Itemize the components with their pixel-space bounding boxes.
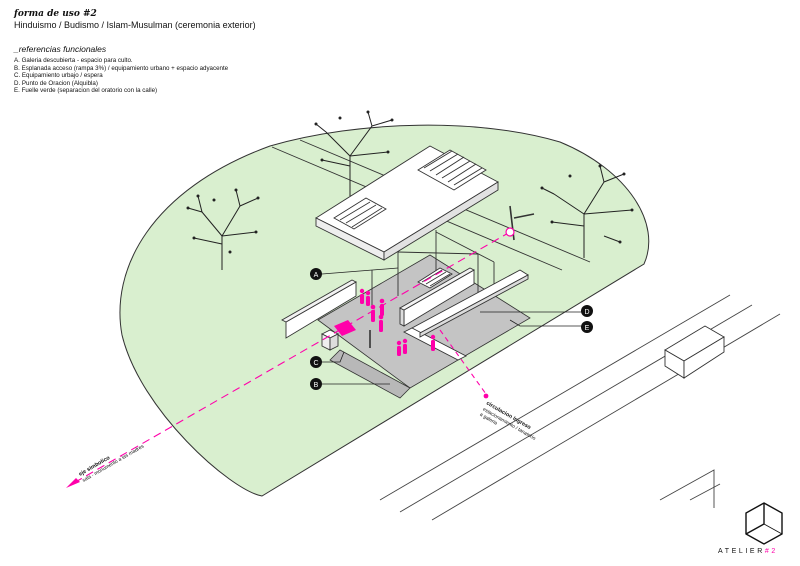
references-title: _referencias funcionales <box>14 44 107 54</box>
low-wall <box>281 279 357 339</box>
reference-item-c: C. Equipamiento urbajo / espera <box>14 72 103 80</box>
marker-d: D <box>581 305 593 317</box>
marker-d-label: D <box>584 309 589 316</box>
marker-e: E <box>581 321 593 333</box>
circulation-path <box>439 329 487 395</box>
axis-origin <box>505 227 515 237</box>
circulation-origin <box>483 393 489 399</box>
header: forma de uso #2 Hinduismo / Budismo / Is… <box>14 9 334 95</box>
atelier-logo-icon <box>745 502 783 545</box>
marker-c: C <box>310 356 322 368</box>
neighbor-building <box>664 325 725 379</box>
symbolic-axis <box>71 231 511 485</box>
marker-leaders <box>321 267 584 385</box>
people-group <box>334 288 436 356</box>
brand-name: ATELIER#2 <box>718 548 778 555</box>
roof-slab <box>315 145 499 261</box>
ramp-paving <box>329 349 411 399</box>
marker-e-label: E <box>585 325 590 332</box>
reference-item-a: A. Galeria descubierta - espacio para cu… <box>14 57 133 64</box>
diagram-title: forma de uso #2 <box>14 9 97 19</box>
brand-word: ATELIER <box>718 548 765 555</box>
axis-label-sub: sala - monumento a las madres <box>82 443 146 483</box>
circulation-label: circulacion ingreso estacionamiento / ta… <box>479 401 537 442</box>
kiosk <box>320 329 340 351</box>
references-list: A. Galeria descubierta - espacio para cu… <box>14 57 334 95</box>
brand-suffix: #2 <box>764 548 778 555</box>
reference-item-e: E. Fuelle verde (separacion del oratorio… <box>14 87 158 95</box>
marker-a: A <box>310 268 322 280</box>
tree-top <box>314 110 394 196</box>
symbolic-axis-arrow <box>66 478 80 488</box>
reference-item-d: D. Punto de Oracion (Alquibla) <box>14 79 98 87</box>
tree-right <box>540 164 634 258</box>
marker-a-label: A <box>314 272 319 279</box>
marker-b: B <box>310 378 322 390</box>
marker-c-label: C <box>313 360 318 367</box>
axis-label: eje simbolico sala - monumento a las mad… <box>78 443 146 483</box>
tree-left <box>186 188 260 270</box>
marker-b-label: B <box>314 382 319 389</box>
reference-item-b: B. Esplanada acceso (rampa 3%) / equipam… <box>14 64 229 72</box>
prayer-wall <box>399 267 475 327</box>
diagram-subtitle: Hinduismo / Budismo / Islam-Musulman (ce… <box>14 20 256 30</box>
